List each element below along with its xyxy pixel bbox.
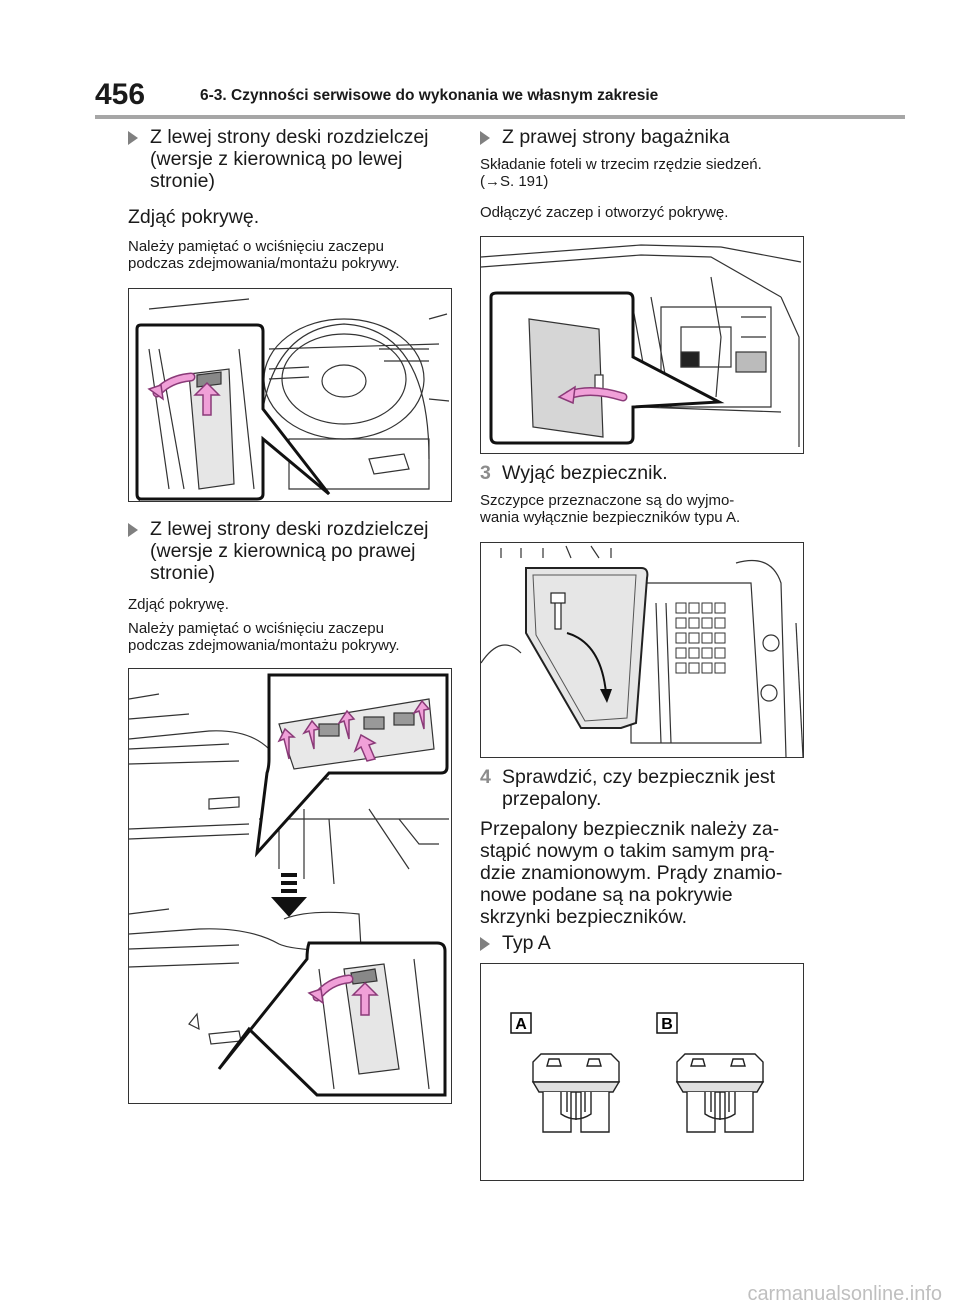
instruction-remove-cover: Zdjąć pokrywę. bbox=[128, 206, 260, 228]
bullet-line: stronie) bbox=[150, 170, 216, 192]
bullet-left-lhd: Z lewej strony deski rozdzielczej (wersj… bbox=[128, 126, 458, 192]
note-line: Należy pamiętać o wciśnięciu zaczepu bbox=[128, 238, 384, 255]
step-3: 3 Wyjąć bezpiecznik. bbox=[480, 462, 668, 484]
step-text: przepalony. bbox=[502, 788, 602, 810]
header-rule bbox=[95, 115, 905, 119]
blade-fuse-b bbox=[675, 1053, 765, 1133]
note-line: podczas zdejmowania/montażu pokrywy. bbox=[128, 255, 400, 272]
bullet-marker-icon bbox=[480, 937, 490, 951]
note-line: (→S. 191) bbox=[480, 173, 549, 190]
figure-dashboard-lhd bbox=[128, 288, 452, 502]
note-line: wania wyłącznie bezpieczników typu A. bbox=[480, 509, 741, 526]
bullet-marker-icon bbox=[128, 131, 138, 145]
step-text: Sprawdzić, czy bezpiecznik jest bbox=[502, 766, 776, 788]
note-line: Szczypce przeznaczone są do wyjmo- bbox=[480, 492, 735, 509]
section-title: 6-3. Czynności serwisowe do wykonania we… bbox=[200, 87, 659, 104]
step-4: 4 Sprawdzić, czy bezpiecznik jest przepa… bbox=[480, 766, 810, 810]
figure-fuse-box bbox=[480, 542, 804, 758]
blade-fuse-a bbox=[531, 1053, 621, 1133]
instruction-remove-cover-2: Zdjąć pokrywę. bbox=[128, 596, 229, 613]
note-press-clip-2: Należy pamiętać o wciśnięciu zaczepu pod… bbox=[128, 620, 458, 654]
bullet-left-rhd: Z lewej strony deski rozdzielczej (wersj… bbox=[128, 518, 458, 584]
bullet-right-trunk: Z prawej strony bagażnika bbox=[480, 126, 810, 148]
note-fuse-puller: Szczypce przeznaczone są do wyjmo- wania… bbox=[480, 492, 810, 526]
note-line: Składanie foteli w trzecim rzędzie siedz… bbox=[480, 156, 762, 173]
body-line: Przepalony bezpiecznik należy za- bbox=[480, 818, 780, 840]
figure-trunk bbox=[480, 236, 804, 454]
step-text: Wyjąć bezpiecznik. bbox=[502, 462, 668, 484]
page-header: 456 6-3. Czynności serwisowe do wykonani… bbox=[95, 78, 905, 118]
note-line: podczas zdejmowania/montażu pokrywy. bbox=[128, 637, 400, 654]
bullet-line: Typ A bbox=[502, 932, 551, 954]
note-press-clip: Należy pamiętać o wciśnięciu zaczepu pod… bbox=[128, 238, 458, 272]
bullet-line: Z lewej strony deski rozdzielczej bbox=[150, 518, 429, 540]
page-number: 456 bbox=[95, 78, 146, 111]
figure-fuse-types: A B bbox=[480, 963, 804, 1181]
fuse-label-a: A bbox=[515, 1016, 527, 1033]
bullet-line: stronie) bbox=[150, 562, 216, 584]
bullet-marker-icon bbox=[480, 131, 490, 145]
body-line: nowe podane są na pokrywie bbox=[480, 884, 733, 906]
bullet-line: Z lewej strony deski rozdzielczej bbox=[150, 126, 429, 148]
step-number: 3 bbox=[480, 462, 491, 484]
bullet-line: Z prawej strony bagażnika bbox=[502, 126, 730, 148]
bullet-marker-icon bbox=[128, 523, 138, 537]
note-fold-seats: Składanie foteli w trzecim rzędzie siedz… bbox=[480, 156, 810, 190]
instruction-open-cover: Odłączyć zaczep i otworzyć pokrywę. bbox=[480, 204, 729, 221]
body-line: dzie znamionowym. Prądy znamio- bbox=[480, 862, 783, 884]
figure-dashboard-rhd bbox=[128, 668, 452, 1104]
fuse-label-b: B bbox=[661, 1016, 673, 1033]
step-number: 4 bbox=[480, 766, 491, 788]
body-line: skrzynki bezpieczników. bbox=[480, 906, 687, 928]
bullet-line: (wersje z kierownicą po prawej bbox=[150, 540, 416, 562]
bullet-line: (wersje z kierownicą po lewej bbox=[150, 148, 403, 170]
body-line: stąpić nowym o takim samym prą- bbox=[480, 840, 775, 862]
step-4-body: Przepalony bezpiecznik należy za- stąpić… bbox=[480, 818, 810, 928]
note-line: Należy pamiętać o wciśnięciu zaczepu bbox=[128, 620, 384, 637]
watermark: carmanualsonline.info bbox=[747, 1283, 942, 1305]
bullet-type-a: Typ A bbox=[480, 932, 810, 954]
